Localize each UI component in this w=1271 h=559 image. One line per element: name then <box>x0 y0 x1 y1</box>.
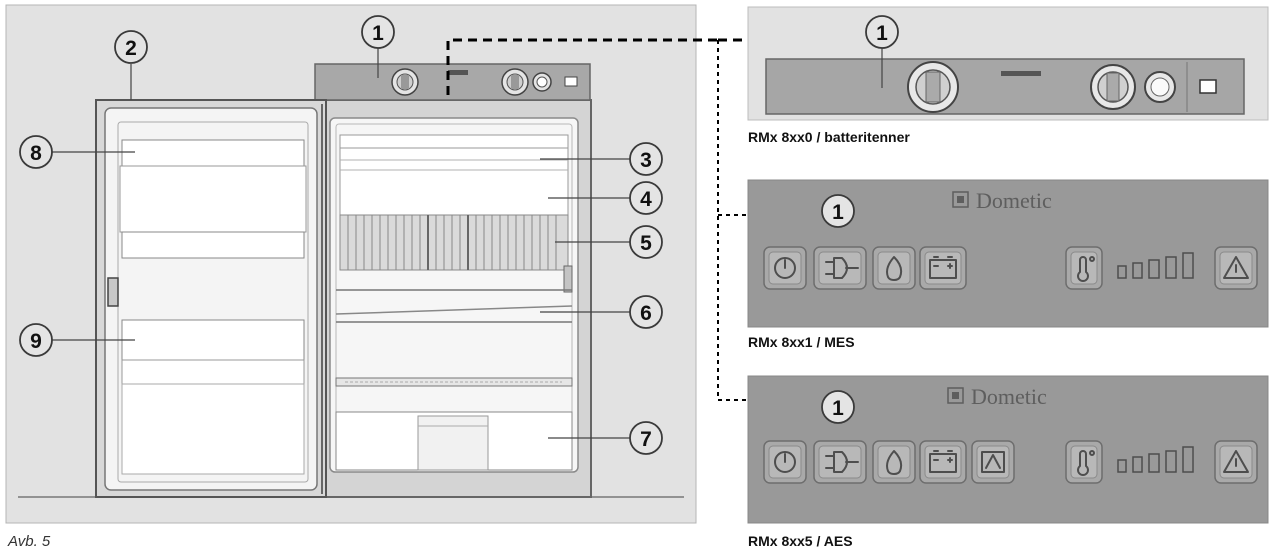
callout-6: 6 <box>629 295 663 329</box>
warning-icon <box>1214 246 1258 290</box>
power-icon <box>763 246 807 290</box>
svg-text:3: 3 <box>640 149 652 172</box>
panel-2-callout: 1 <box>821 194 855 228</box>
thermometer-icon <box>1065 246 1103 290</box>
panel-3-caption: RMx 8xx5 / AES <box>748 533 853 549</box>
panel-rmx-8xx0 <box>747 6 1269 121</box>
svg-text:1: 1 <box>876 22 888 45</box>
callout-4: 4 <box>629 181 663 215</box>
thermometer-icon <box>1065 440 1103 484</box>
crisper-drawers <box>335 411 573 471</box>
panel-rmx-8xx1-mes: Dometic <box>747 179 1269 328</box>
callout-5: 5 <box>629 225 663 259</box>
svg-text:1: 1 <box>372 22 384 45</box>
callout-7: 7 <box>629 421 663 455</box>
battery-indicator <box>1199 79 1217 94</box>
callout-2: 2 <box>114 30 148 64</box>
plug-icon <box>813 246 867 290</box>
freezer-compartment <box>339 134 569 216</box>
cooling-fins <box>339 214 573 293</box>
svg-text:7: 7 <box>640 428 652 451</box>
fridge-door <box>95 99 327 498</box>
temperature-level-bars <box>1117 446 1194 473</box>
auto-icon <box>971 440 1015 484</box>
connector-trunk <box>446 38 718 95</box>
panel-3-brand: Dometic <box>947 384 1047 409</box>
svg-text:1: 1 <box>832 201 844 224</box>
svg-text:Dometic: Dometic <box>971 384 1047 409</box>
svg-text:8: 8 <box>30 142 42 165</box>
warning-icon <box>1214 440 1258 484</box>
callout-8: 8 <box>19 135 53 169</box>
brand-plate <box>1001 71 1041 76</box>
battery-icon <box>919 440 967 484</box>
fridge-shelves <box>335 289 573 387</box>
svg-text:9: 9 <box>30 330 42 353</box>
callout-1-main: 1 <box>361 15 395 49</box>
svg-text:5: 5 <box>640 232 652 255</box>
figure-label: Avb. 5 <box>7 533 51 550</box>
temperature-level-bars <box>1117 252 1194 279</box>
flame-icon <box>872 246 916 290</box>
battery-icon <box>919 246 967 290</box>
power-icon <box>763 440 807 484</box>
panel-1-caption: RMx 8xx0 / batteritenner <box>748 129 910 145</box>
panel-2-brand: Dometic <box>952 188 1052 213</box>
callout-3: 3 <box>629 142 663 176</box>
plug-icon <box>813 440 867 484</box>
main-leader-lines <box>52 48 630 439</box>
svg-text:1: 1 <box>832 397 844 420</box>
svg-text:4: 4 <box>640 188 652 211</box>
panel-3-callout: 1 <box>821 390 855 424</box>
svg-text:2: 2 <box>125 37 137 60</box>
panel-1-callout: 1 <box>865 15 899 49</box>
panel-2-caption: RMx 8xx1 / MES <box>748 334 855 350</box>
callout-9: 9 <box>19 323 53 357</box>
flame-icon <box>872 440 916 484</box>
svg-text:Dometic: Dometic <box>976 188 1052 213</box>
top-control-panel <box>314 63 591 101</box>
svg-text:6: 6 <box>640 302 652 325</box>
